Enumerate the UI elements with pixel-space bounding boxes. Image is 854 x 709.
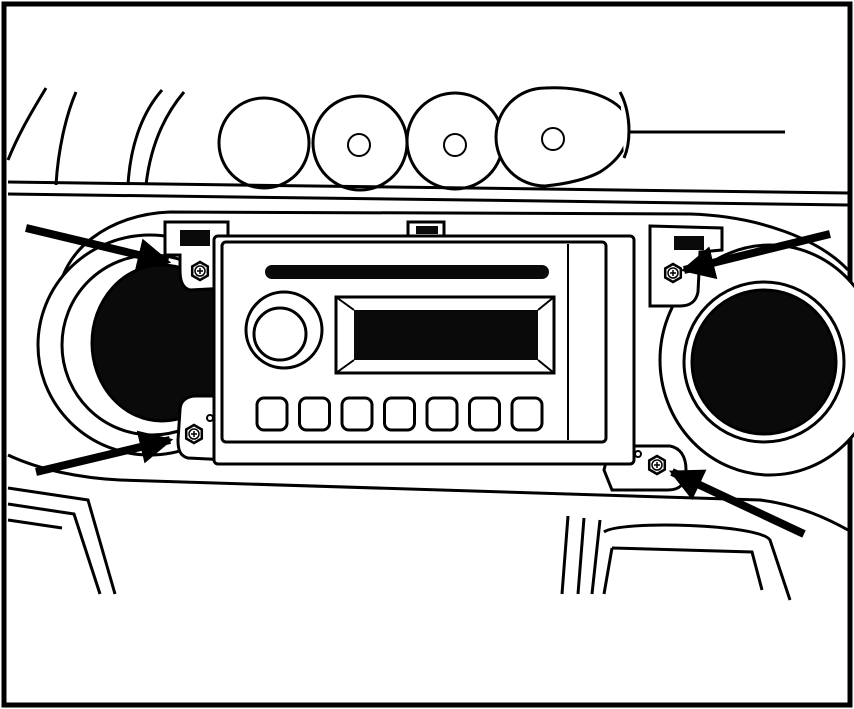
preset-button-6 (468, 396, 501, 432)
preset-button-5 (425, 396, 459, 432)
mounting-screws (184, 260, 683, 476)
preset-button-2 (298, 396, 331, 432)
callout-arrows (25, 224, 831, 538)
volume-knob (244, 290, 324, 370)
inner-fairing-outline (56, 210, 850, 301)
lower-left-mounting-screw (184, 423, 204, 445)
right-speaker-cone (690, 288, 838, 436)
cd-slot (265, 265, 549, 279)
lower-right-mounting-screw (647, 454, 667, 476)
preset-buttons (255, 396, 544, 432)
upper-right-mounting-screw (663, 262, 683, 284)
gauge-1 (217, 96, 311, 190)
lower-dash-panels (7, 486, 792, 601)
arrow-upper-right (680, 230, 831, 280)
arrow-lower-left (35, 430, 174, 476)
lower-fairing-line (7, 453, 849, 532)
upper-left-mounting-screw (190, 260, 210, 282)
preset-button-1 (255, 396, 289, 432)
arrow-lower-right (668, 468, 806, 538)
preset-button-7 (510, 396, 544, 432)
dash-top-band (7, 180, 849, 207)
gauge-cluster (217, 86, 785, 192)
preset-button-3 (340, 396, 374, 432)
fairing-top-curves (6, 87, 186, 186)
display (334, 295, 556, 375)
right-speaker (658, 243, 854, 477)
mounting-brackets (163, 220, 724, 492)
radio-head-unit (212, 234, 636, 466)
arrow-upper-left (25, 224, 172, 272)
preset-button-4 (383, 396, 416, 432)
